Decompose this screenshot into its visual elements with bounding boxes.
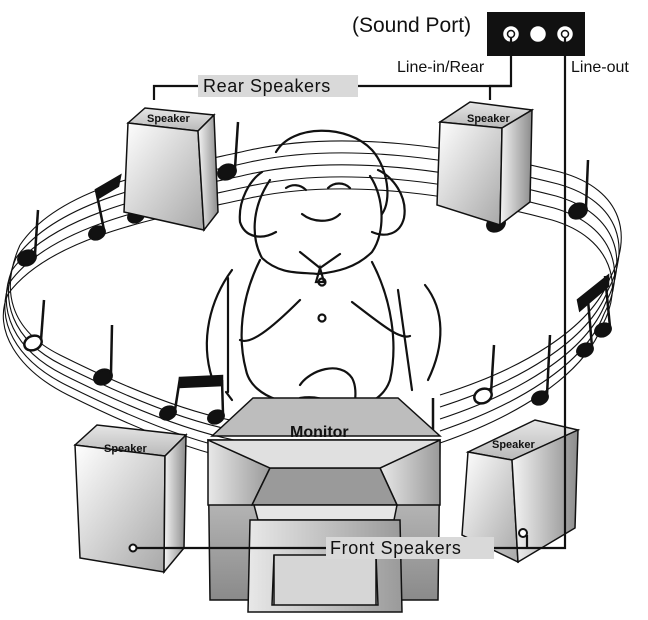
rear-speakers-label: Rear Speakers (203, 76, 331, 96)
speaker-label-front-right: Speaker (492, 439, 536, 451)
sound-port-label: (Sound Port) (352, 14, 471, 37)
speaker-front-right (461, 419, 581, 564)
front-speakers-label: Front Speakers (330, 538, 461, 558)
music-notes (17, 121, 612, 430)
line-in-rear-label: Line-in/Rear (397, 59, 485, 76)
front-left-jack-icon (128, 543, 138, 553)
rear-speakers-label-bg (198, 75, 358, 97)
front-right-jack-icon (518, 528, 528, 538)
speaker-label-front-left: Speaker (104, 443, 148, 455)
cables (135, 38, 567, 550)
front-speakers-label-bg (326, 537, 494, 559)
monitor (207, 397, 442, 613)
line-out-label: Line-out (571, 59, 629, 76)
music-staff-ribbon (2, 140, 622, 461)
speaker-label-rear-right: Speaker (467, 113, 511, 125)
speaker-rear-left (123, 107, 219, 233)
speaker-rear-right (436, 101, 535, 227)
sound-port (487, 12, 585, 56)
speaker-label-rear-left: Speaker (147, 113, 191, 125)
monitor-label: Monitor (290, 424, 349, 441)
